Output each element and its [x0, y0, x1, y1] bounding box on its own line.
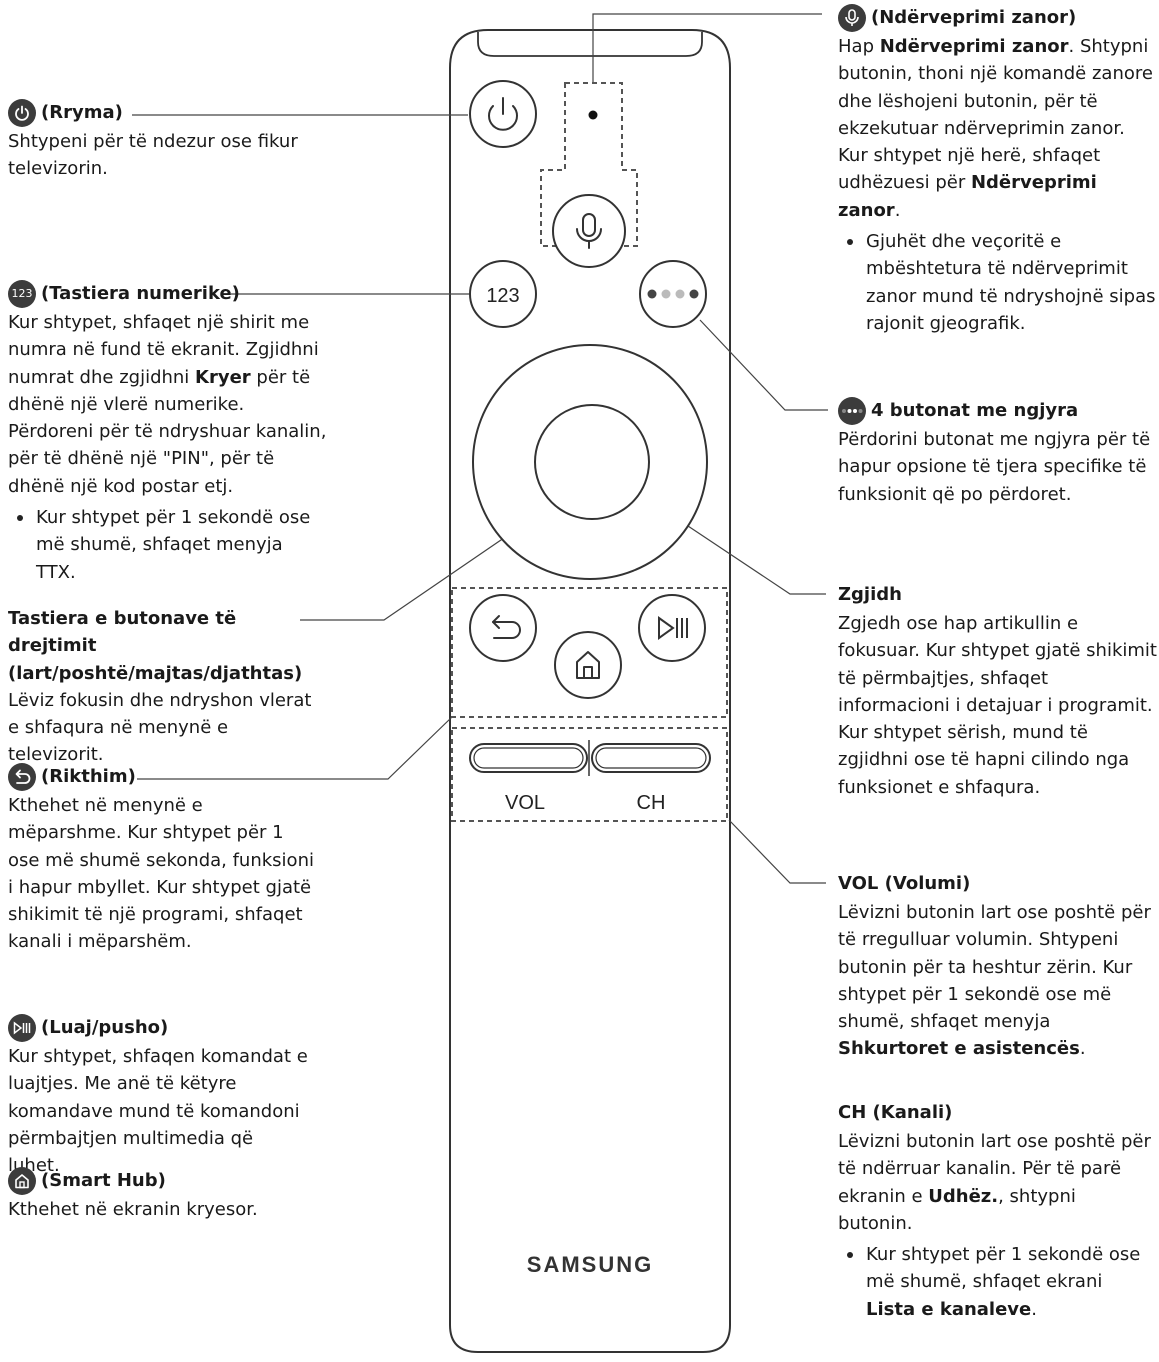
color-dot-2: [661, 289, 671, 299]
ch-rocker-inner: [595, 747, 707, 769]
numeric-button[interactable]: [469, 260, 537, 328]
select-section: Zgjidh Zgjedh ose hap artikullin e fokus…: [838, 580, 1158, 801]
return-section: (Rikthim) Kthehet në menynë e mëparshme.…: [8, 762, 318, 956]
color-dot-1: [647, 289, 657, 299]
smarthub-description: Kthehet në ekranin kryesor.: [8, 1199, 258, 1220]
voice-button[interactable]: [552, 194, 626, 268]
numeric-description: Kur shtypet, shfaqet një shirit me numra…: [8, 312, 327, 497]
vol-section: VOL (Volumi) Lëvizni butonin lart ose po…: [838, 869, 1156, 1063]
power-description: Shtypeni për të ndezur ose fikur televiz…: [8, 131, 298, 180]
ch-description: Lëvizni butonin lart ose poshtë për të n…: [838, 1131, 1151, 1234]
microphone-hole: [588, 110, 598, 120]
ch-rocker[interactable]: [591, 743, 711, 773]
direction-description: Lëviz fokusin dhe ndryshon vlerat e shfa…: [8, 689, 312, 766]
vol-rocker[interactable]: [469, 743, 588, 773]
power-title: (Rryma): [41, 102, 123, 124]
numeric-bullet: Kur shtypet për 1 sekondë ose më shumë, …: [8, 504, 328, 586]
select-title: Zgjidh: [838, 584, 902, 606]
play-pause-icon: [658, 616, 688, 640]
voice-title: (Ndërveprimi zanor): [871, 7, 1077, 29]
power-icon: [488, 97, 518, 131]
select-button[interactable]: [534, 404, 650, 520]
select-description: Zgjedh ose hap artikullin e fokusuar. Ku…: [838, 613, 1157, 798]
return-arrow-icon: [492, 615, 521, 639]
voice-section: (Ndërveprimi zanor) Hap Ndërveprimi zano…: [838, 3, 1158, 337]
smarthub-section: (Smart Hub) Kthehet në ekranin kryesor.: [8, 1166, 308, 1223]
play-section: (Luaj/pusho) Kur shtypet, shfaqen komand…: [8, 1013, 308, 1179]
smarthub-button[interactable]: [554, 631, 622, 699]
voice-bullet: Gjuhët dhe veçoritë e mbështetura të ndë…: [838, 228, 1158, 337]
return-button[interactable]: [469, 594, 537, 662]
vol-description: Lëvizni butonin lart ose poshtë për të r…: [838, 902, 1151, 1060]
home-icon: [8, 1167, 36, 1195]
four-dots-icon: [838, 397, 866, 425]
ch-label: CH: [637, 792, 666, 814]
home-icon: [576, 651, 600, 679]
microphone-icon: [576, 213, 602, 249]
return-description: Kthehet në menynë e mëparshme. Kur shtyp…: [8, 795, 314, 953]
samsung-logo: SAMSUNG: [527, 1252, 653, 1277]
vol-rocker-inner: [473, 747, 584, 769]
smarthub-title: (Smart Hub): [41, 1170, 166, 1192]
play-title: (Luaj/pusho): [41, 1017, 169, 1039]
ch-section: CH (Kanali) Lëvizni butonin lart ose pos…: [838, 1098, 1156, 1323]
play-pause-icon: [8, 1014, 36, 1042]
color-dot-3: [675, 289, 685, 299]
vol-ch-dashed-zone: [451, 727, 728, 822]
numeric-keypad-icon: 123: [8, 280, 36, 308]
color-section: 4 butonat me ngjyra Përdorini butonat me…: [838, 396, 1154, 508]
direction-title: Tastiera e butonave të drejtimit (lart/p…: [8, 608, 303, 684]
play-description: Kur shtypet, shfaqen komandat e luajtjes…: [8, 1046, 308, 1177]
remote-top-slot: [477, 32, 703, 57]
ch-title: CH (Kanali): [838, 1102, 953, 1124]
return-title: (Rikthim): [41, 766, 136, 788]
nav-buttons-dashed-zone: [451, 587, 728, 718]
power-section: (Rryma) Shtypeni për të ndezur ose fikur…: [8, 98, 308, 183]
voice-dashed-zone: [540, 82, 638, 247]
color-buttons[interactable]: [639, 260, 707, 328]
color-dot-4: [689, 289, 699, 299]
vol-label: VOL: [505, 792, 545, 814]
return-arrow-icon: [8, 763, 36, 791]
power-icon: [8, 99, 36, 127]
vol-title: VOL (Volumi): [838, 873, 971, 895]
microphone-icon: [838, 4, 866, 32]
numeric-section: 123 (Tastiera numerike) Kur shtypet, shf…: [8, 279, 328, 586]
ch-bullet: Kur shtypet për 1 sekondë ose më shumë, …: [838, 1241, 1156, 1323]
numeric-title: (Tastiera numerike): [41, 283, 240, 305]
color-title: 4 butonat me ngjyra: [871, 400, 1079, 422]
numeric-button-label: 123: [486, 285, 519, 307]
direction-section: Tastiera e butonave të drejtimit (lart/p…: [8, 605, 328, 769]
color-description: Përdorini butonat me ngjyra për të hapur…: [838, 429, 1151, 505]
voice-description: Hap Ndërveprimi zanor. Shtypni butonin, …: [838, 36, 1153, 221]
